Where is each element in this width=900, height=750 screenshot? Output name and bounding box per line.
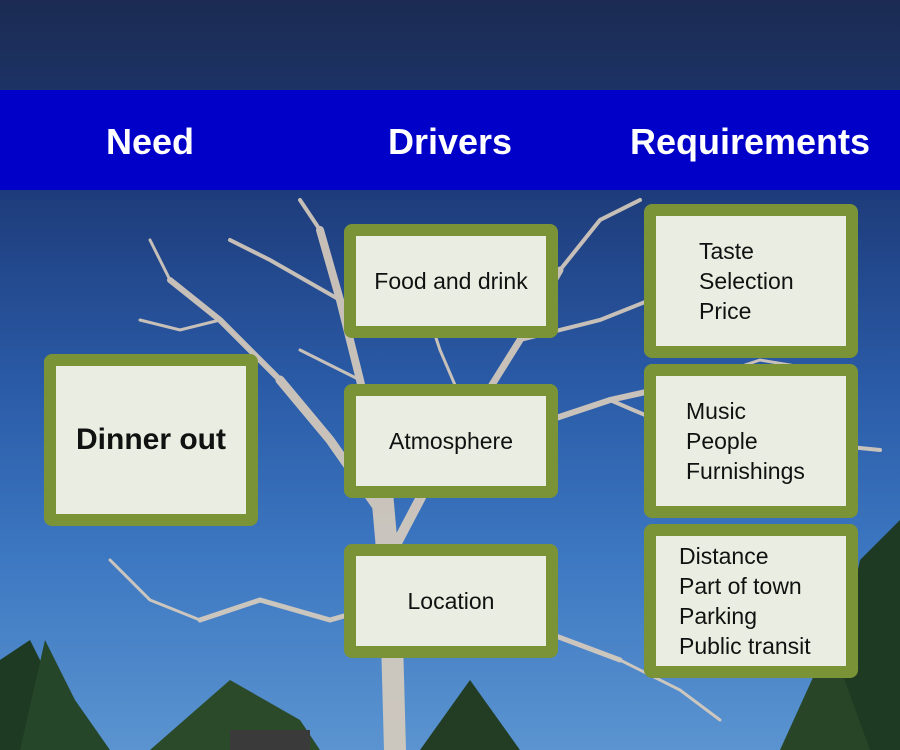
requirement-item: Parking bbox=[679, 603, 757, 629]
requirements-list: Music People Furnishings bbox=[686, 396, 805, 486]
requirements-box-atmosphere: Music People Furnishings bbox=[644, 364, 858, 518]
requirement-item: People bbox=[686, 428, 758, 454]
requirement-item: Public transit bbox=[679, 633, 811, 659]
driver-label: Atmosphere bbox=[388, 427, 513, 454]
header-band bbox=[0, 90, 900, 190]
header-need: Need bbox=[105, 121, 195, 162]
requirement-item: Selection bbox=[699, 268, 794, 294]
driver-label: Food and drink bbox=[374, 267, 528, 294]
requirements-list: Distance Part of town Parking Public tra… bbox=[679, 541, 811, 661]
requirements-box-location: Distance Part of town Parking Public tra… bbox=[644, 524, 858, 678]
header-requirements: Requirements bbox=[629, 121, 871, 162]
requirements-box-food-and-drink: Taste Selection Price bbox=[644, 204, 858, 358]
need-box: Dinner out bbox=[44, 354, 258, 526]
requirement-item: Taste bbox=[699, 238, 754, 264]
driver-label: Location bbox=[407, 587, 495, 614]
need-label: Dinner out bbox=[76, 423, 226, 456]
driver-box-location: Location bbox=[344, 544, 558, 658]
driver-box-food-and-drink: Food and drink bbox=[344, 224, 558, 338]
requirement-item: Price bbox=[699, 298, 752, 324]
header-drivers: Drivers bbox=[387, 121, 513, 162]
requirement-item: Furnishings bbox=[686, 458, 805, 484]
requirement-item: Music bbox=[686, 398, 747, 424]
requirement-item: Part of town bbox=[679, 573, 802, 599]
driver-box-atmosphere: Atmosphere bbox=[344, 384, 558, 498]
requirements-list: Taste Selection Price bbox=[699, 236, 794, 326]
requirement-item: Distance bbox=[679, 543, 769, 569]
